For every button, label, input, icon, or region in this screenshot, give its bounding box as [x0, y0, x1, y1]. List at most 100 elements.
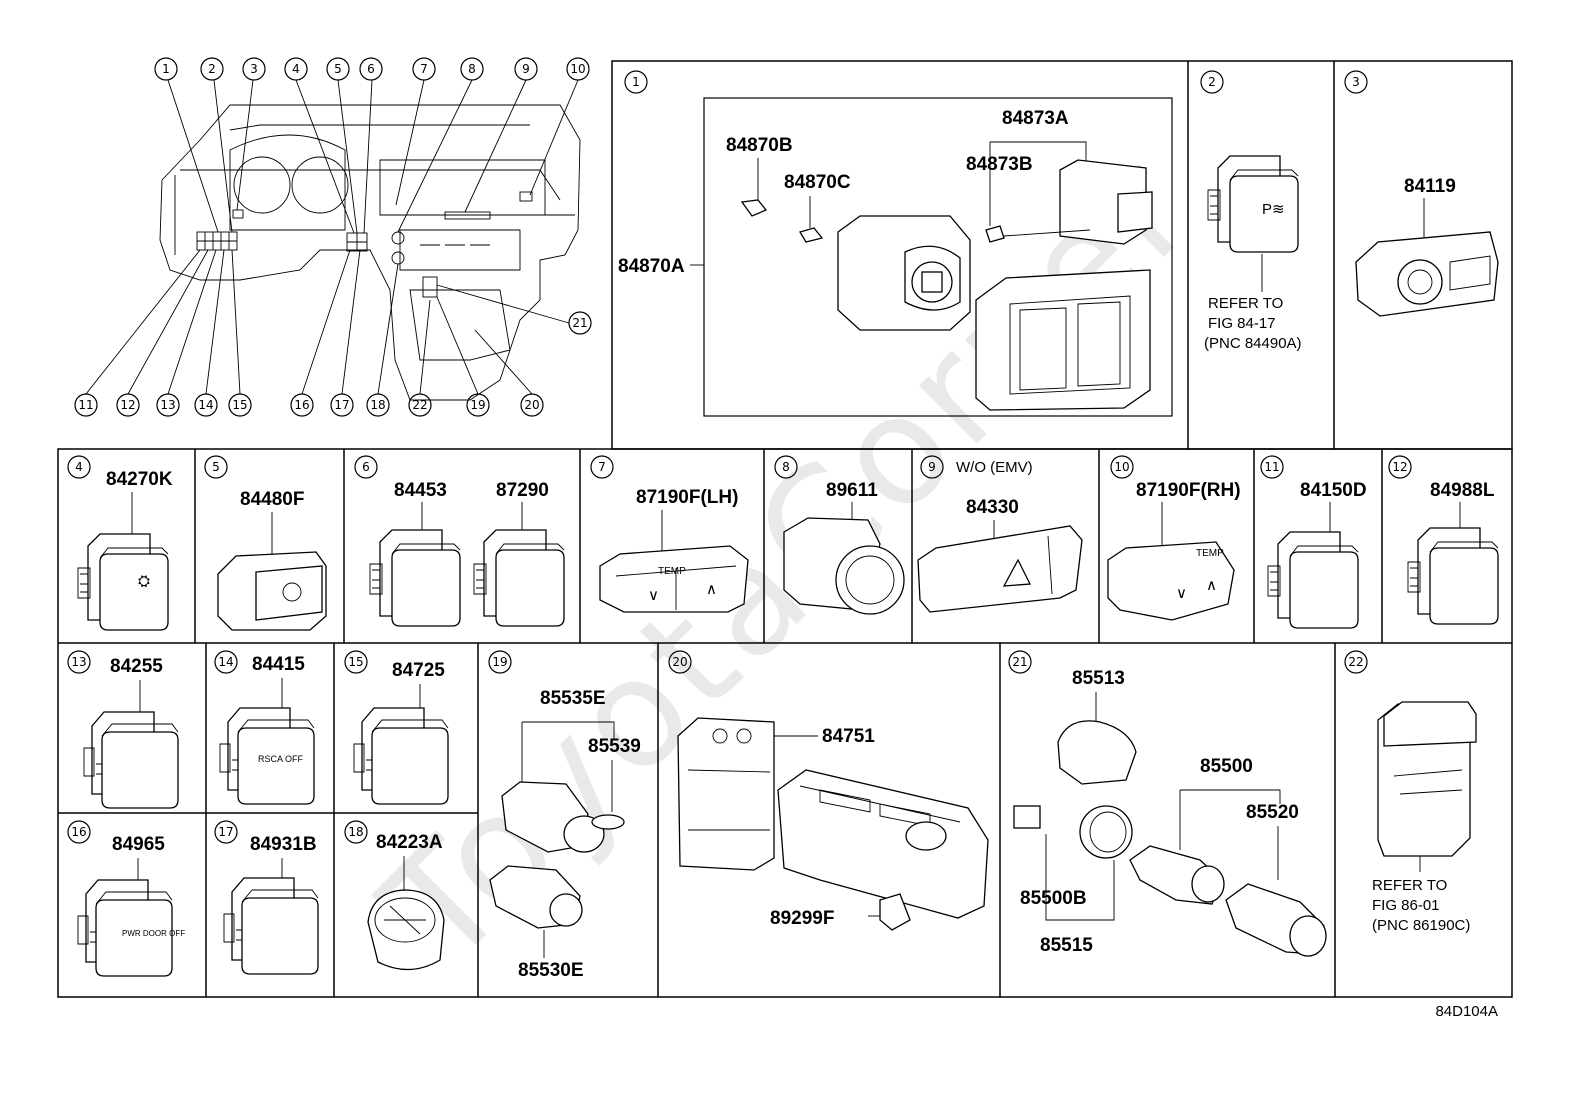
cell-13: 13 84255 — [67, 650, 179, 809]
refer-text: REFER TO — [1372, 877, 1447, 894]
cell-19-socket: 19 85535E 85539 85530E — [488, 650, 641, 981]
part-number: 85500B — [1020, 888, 1087, 909]
callout-4: 4 — [292, 62, 300, 76]
cell-number: 17 — [218, 825, 233, 839]
part-number: 85530E — [518, 960, 584, 981]
part-number: 87290 — [496, 480, 549, 501]
overview-callout-top: 1 2 3 4 5 6 7 8 9 10 — [154, 57, 590, 81]
cell-number: 2 — [1208, 75, 1216, 89]
callout-21: 21 — [572, 316, 587, 330]
cell-number: 13 — [71, 655, 86, 669]
cell-number: 9 — [928, 460, 936, 474]
part-number: 87190F(LH) — [636, 487, 738, 508]
cell-17: 17 84931B — [214, 820, 319, 975]
part-number: 85513 — [1072, 668, 1125, 689]
parking-icon: P≋ — [1262, 201, 1285, 218]
callout-11: 11 — [78, 398, 93, 412]
cell-6: 6 84453 87290 — [354, 455, 565, 627]
callout-16: 16 — [294, 398, 309, 412]
cell-number: 21 — [1012, 655, 1027, 669]
callout-8: 8 — [468, 62, 476, 76]
cell-number: 12 — [1392, 460, 1407, 474]
temp-label: TEMP — [1196, 548, 1224, 559]
callout-circle — [242, 57, 266, 81]
cell-11: 11 84150D — [1260, 455, 1367, 629]
part-number: 84270K — [106, 469, 173, 490]
switch-label: PWR DOOR OFF — [122, 929, 185, 938]
cell-9: 9 W/O (EMV) 84330 — [917, 455, 1083, 613]
cell-20-console: 20 84751 89299F — [668, 650, 989, 931]
down-arrow-icon: ∨ — [648, 587, 659, 604]
part-number: 84453 — [394, 480, 447, 501]
cell-number: 5 — [212, 460, 220, 474]
callout-9: 9 — [522, 62, 530, 76]
cell-number: 8 — [782, 460, 790, 474]
callout-6: 6 — [367, 62, 375, 76]
part-number: 85515 — [1040, 935, 1093, 956]
callout-20: 20 — [524, 398, 539, 412]
cell-number: 1 — [632, 75, 640, 89]
cell-5: 5 84480F — [204, 455, 327, 631]
cell-number: 15 — [348, 655, 363, 669]
cell-2-parking-switch: 2 P≋ REFER TO FIG 84-17 (PNC 84490A) — [1200, 70, 1302, 352]
callout-19: 19 — [470, 398, 485, 412]
cell-number: 7 — [598, 460, 606, 474]
overview-callout-right: 21 — [436, 284, 592, 335]
part-number: 85535E — [540, 688, 606, 709]
callout-13: 13 — [160, 398, 175, 412]
callout-15: 15 — [232, 398, 247, 412]
cell-14: 14 84415 RSCA OFF — [214, 650, 315, 805]
dashboard-overview — [159, 104, 581, 401]
part-number: 87190F(RH) — [1136, 480, 1241, 501]
cell-22: 22 REFER TO FIG 86-01 (PNC 86190C) — [1344, 650, 1477, 934]
up-arrow-icon: ∧ — [1206, 577, 1217, 594]
part-number: 89299F — [770, 908, 834, 929]
part-number: 84873B — [966, 154, 1033, 175]
callout-7: 7 — [420, 62, 428, 76]
refer-text: FIG 84-17 — [1208, 315, 1276, 332]
callout-18: 18 — [370, 398, 385, 412]
up-arrow-icon: ∧ — [706, 581, 717, 598]
part-number: 84988L — [1430, 480, 1495, 501]
callout-circle — [154, 57, 178, 81]
callout-circle — [200, 57, 224, 81]
grid-frames — [57, 60, 1513, 998]
part-number: 84415 — [252, 654, 305, 675]
cell-number: 4 — [75, 460, 83, 474]
down-arrow-icon: ∨ — [1176, 585, 1187, 602]
part-number: 84150D — [1300, 480, 1367, 501]
part-number: 84965 — [112, 834, 165, 855]
cell-number: 22 — [1348, 655, 1363, 669]
callout-22: 22 — [412, 398, 427, 412]
part-number: 85520 — [1246, 802, 1299, 823]
callout-14: 14 — [198, 398, 213, 412]
callout-10: 10 — [570, 62, 585, 76]
cell-number: 19 — [492, 655, 507, 669]
callout-5: 5 — [334, 62, 342, 76]
callout-12: 12 — [120, 398, 135, 412]
part-number: 84931B — [250, 834, 317, 855]
cell-1-mirror-switch: 1 84870A 84870B 84870C 84873A 84873B — [618, 70, 1173, 417]
part-number: 84873A — [1002, 108, 1069, 129]
cell-number: 16 — [71, 825, 86, 839]
refer-text: REFER TO — [1208, 295, 1283, 312]
part-number: 84870A — [618, 256, 685, 277]
callout-3: 3 — [250, 62, 258, 76]
note: W/O (EMV) — [956, 459, 1033, 476]
cell-3-knob-switch: 3 84119 — [1344, 70, 1499, 317]
callout-1: 1 — [162, 62, 170, 76]
cell-10: 10 87190F(RH) TEMP ∨ ∧ — [1107, 455, 1241, 621]
cell-number: 11 — [1264, 460, 1279, 474]
temp-label: TEMP — [658, 566, 686, 577]
callout-2: 2 — [208, 62, 216, 76]
cell-number: 20 — [672, 655, 687, 669]
cell-12: 12 84988L — [1388, 455, 1499, 625]
switch-icon: ⛭ — [138, 573, 150, 590]
part-number: 84480F — [240, 489, 304, 510]
switch-label: RSCA OFF — [258, 754, 304, 764]
cell-number: 3 — [1352, 75, 1360, 89]
cell-number: 6 — [362, 460, 370, 474]
